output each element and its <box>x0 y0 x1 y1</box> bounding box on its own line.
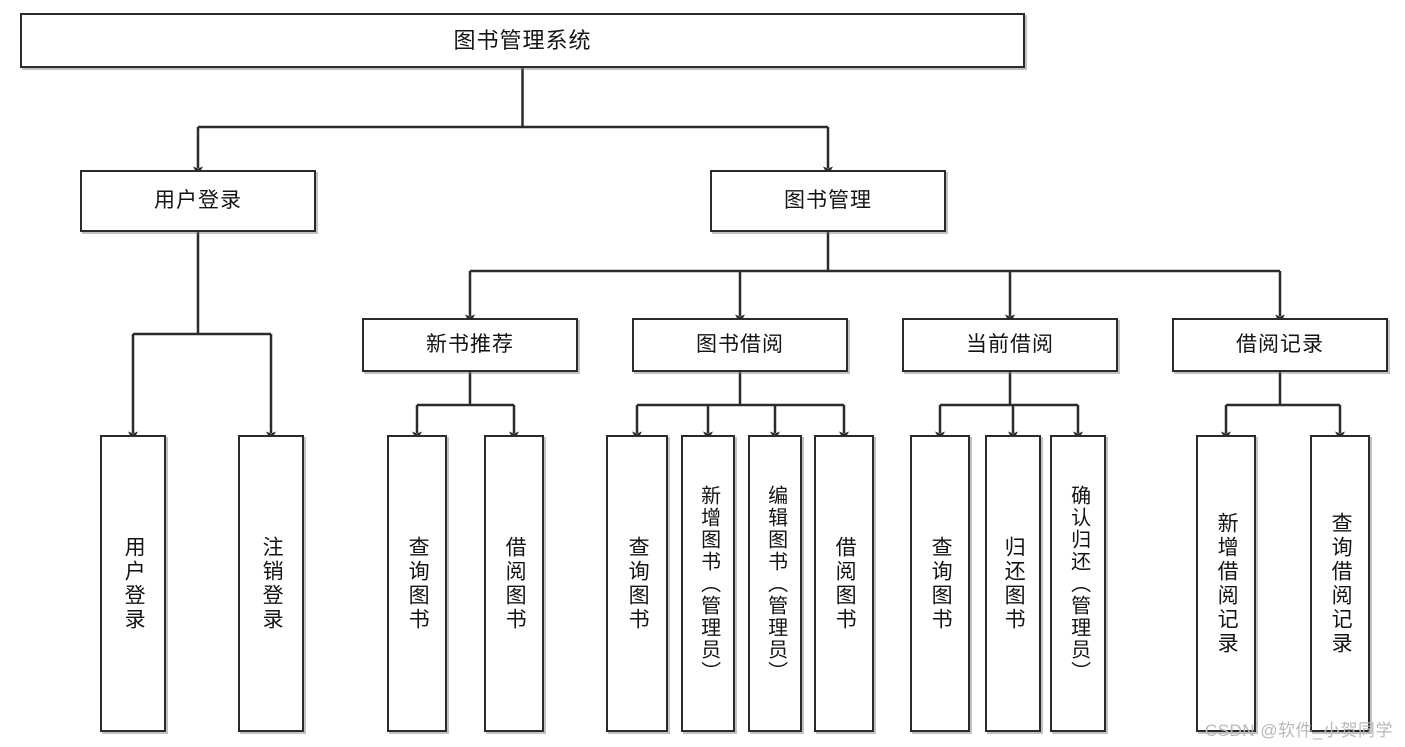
node-label: 图书管理系统 <box>453 27 592 53</box>
node-label: 查询图书 <box>406 535 430 632</box>
node-bookmgr[interactable]: 图书管理 <box>710 170 946 232</box>
node-login[interactable]: 用户登录 <box>80 170 316 232</box>
node-leaf13[interactable]: 查询借阅记录 <box>1310 435 1370 732</box>
node-label: 归还图书 <box>1002 535 1026 632</box>
node-leaf3[interactable]: 查询图书 <box>387 435 447 732</box>
node-label: 用户登录 <box>122 535 146 632</box>
node-label: 注销登录 <box>260 535 284 632</box>
node-leaf10[interactable]: 归还图书 <box>985 435 1041 732</box>
node-label: 查询图书 <box>626 535 650 632</box>
node-leaf12[interactable]: 新增借阅记录 <box>1196 435 1256 732</box>
node-current[interactable]: 当前借阅 <box>902 318 1118 372</box>
node-label: 图书借阅 <box>696 332 784 356</box>
node-label: 当前借阅 <box>966 332 1054 356</box>
node-leaf9[interactable]: 查询图书 <box>910 435 970 732</box>
node-label: 新增借阅记录 <box>1215 511 1239 656</box>
node-leaf7[interactable]: 编辑图书（管理员） <box>748 435 802 732</box>
node-label: 新书推荐 <box>426 332 514 356</box>
node-leaf5[interactable]: 查询图书 <box>606 435 668 732</box>
node-records[interactable]: 借阅记录 <box>1172 318 1388 372</box>
node-leaf11[interactable]: 确认归还（管理员） <box>1050 435 1106 732</box>
node-label: 查询借阅记录 <box>1329 511 1353 656</box>
node-label: 借阅图书 <box>833 535 857 632</box>
node-newbook[interactable]: 新书推荐 <box>362 318 578 372</box>
node-leaf2[interactable]: 注销登录 <box>238 435 304 732</box>
node-label: 借阅图书 <box>503 535 527 632</box>
node-label: 编辑图书（管理员） <box>764 484 787 683</box>
node-label: 用户登录 <box>154 188 242 212</box>
node-label: 借阅记录 <box>1236 332 1324 356</box>
node-label: 新增图书（管理员） <box>697 484 720 683</box>
node-label: 查询图书 <box>929 535 953 632</box>
watermark: CSDN @软件_小贺同学 <box>1204 721 1393 740</box>
node-label: 图书管理 <box>784 188 872 212</box>
node-leaf6[interactable]: 新增图书（管理员） <box>681 435 735 732</box>
node-label: 确认归还（管理员） <box>1067 484 1090 683</box>
node-leaf8[interactable]: 借阅图书 <box>814 435 874 732</box>
node-leaf4[interactable]: 借阅图书 <box>484 435 544 732</box>
node-borrow[interactable]: 图书借阅 <box>632 318 848 372</box>
node-leaf1[interactable]: 用户登录 <box>100 435 166 732</box>
node-root[interactable]: 图书管理系统 <box>20 13 1025 68</box>
